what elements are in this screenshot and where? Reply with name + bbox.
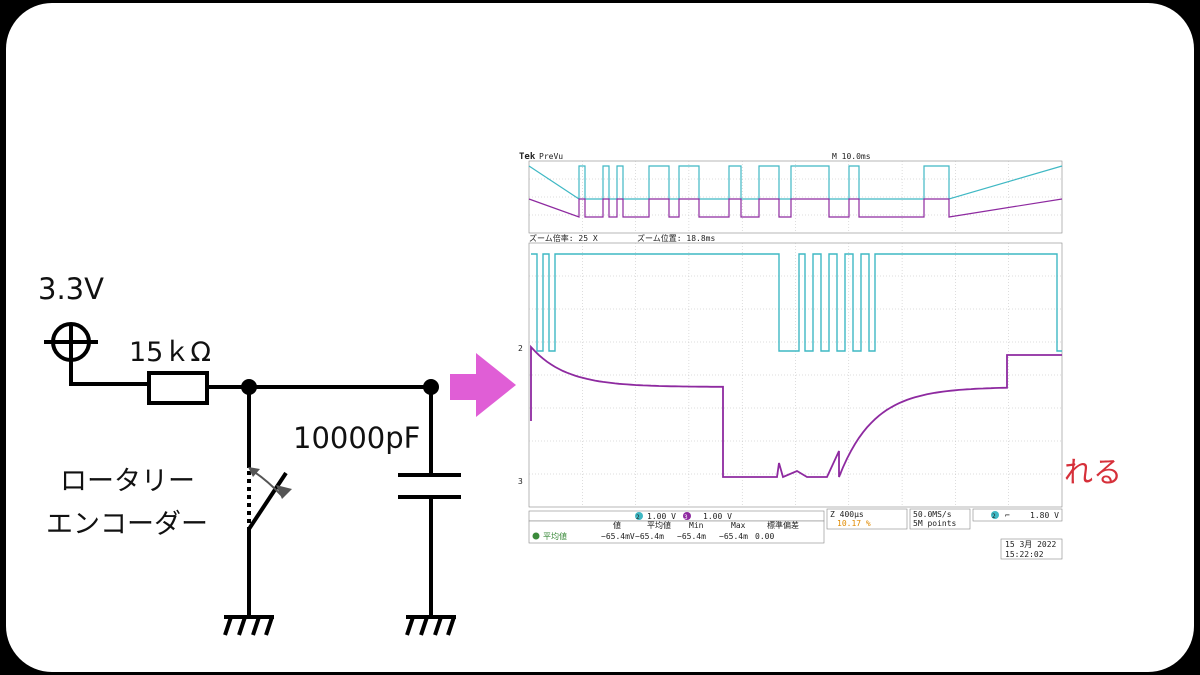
measurement-name: 平均値 bbox=[543, 531, 567, 541]
supply-voltage-label: 3.3V bbox=[38, 272, 104, 306]
zoom-percent: 10.17 % bbox=[837, 519, 871, 528]
ch3-scale: 1.00 V bbox=[703, 512, 732, 521]
zoom-time: Z 400µs bbox=[830, 510, 864, 519]
resistor-label: 15ｋΩ bbox=[129, 337, 211, 368]
zoom-position: ズーム位置: 18.8ms bbox=[637, 233, 715, 243]
measurement-value-1: −65.4m bbox=[635, 532, 664, 541]
ch2-marker: 2 bbox=[518, 344, 523, 353]
measurement-header-4: 標準偏差 bbox=[767, 520, 799, 530]
ch3-badge: 3 bbox=[684, 514, 688, 521]
sample-rate: 50.0MS/s bbox=[913, 510, 952, 519]
zoom-ch3-trace bbox=[530, 344, 1062, 479]
scope-time: 15:22:02 bbox=[1005, 550, 1044, 559]
slide: 3.3V 15ｋΩ 10000pF ロータリー エンコーダー 電圧上昇が遅れる … bbox=[6, 3, 1194, 672]
switch-label-line2: エンコーダー bbox=[46, 509, 208, 540]
ground-symbol-switch bbox=[223, 615, 274, 636]
probe-arrow-icon bbox=[450, 353, 516, 417]
measurement-value-2: −65.4m bbox=[677, 532, 706, 541]
measurement-header-2: Min bbox=[689, 521, 704, 530]
switch-label-line1: ロータリー bbox=[60, 466, 195, 497]
overview-ch3-trace bbox=[528, 198, 1063, 218]
zoom-ch2-trace bbox=[531, 253, 1062, 352]
trigger-slope-icon: ⌐ bbox=[1005, 511, 1010, 520]
measurement-header-3: Max bbox=[731, 521, 746, 530]
trigger-level: 1.80 V bbox=[1030, 511, 1059, 520]
junction-dot bbox=[423, 379, 439, 395]
oscilloscope-display: Tek PreVu M 10.0ms ズーム倍率: 25 X ズーム位置: 18… bbox=[518, 152, 1063, 560]
scope-date: 15 3月 2022 bbox=[1005, 540, 1057, 549]
ch2-badge: 2 bbox=[636, 514, 640, 521]
oscilloscope-screenshot: Tek PreVu M 10.0ms ズーム倍率: 25 X ズーム位置: 18… bbox=[517, 151, 1063, 561]
zoom-factor: ズーム倍率: 25 X bbox=[529, 233, 598, 243]
trigger-source: 2 bbox=[992, 513, 996, 520]
ch2-scale: 1.00 V bbox=[647, 512, 676, 521]
ch3-marker: 3 bbox=[518, 477, 523, 486]
measurement-header-0: 値 bbox=[613, 520, 621, 530]
scope-timebase: M 10.0ms bbox=[832, 152, 871, 161]
measurement-header-1: 平均値 bbox=[647, 520, 671, 530]
ground-symbol-capacitor bbox=[405, 615, 456, 636]
measurement-value-4: 0.00 bbox=[755, 532, 774, 541]
record-length: 5M points bbox=[913, 519, 957, 528]
resistor-symbol bbox=[147, 371, 209, 405]
measurement-value-0: −65.4mV bbox=[601, 532, 635, 541]
capacitor-label: 10000pF bbox=[293, 421, 421, 455]
junction-dot bbox=[241, 379, 257, 395]
scope-brand: Tek bbox=[519, 152, 536, 162]
scope-mode: PreVu bbox=[539, 152, 563, 161]
measurement-value-3: −65.4m bbox=[719, 532, 748, 541]
switch-contact bbox=[247, 471, 288, 531]
overview-ch2-trace bbox=[528, 165, 1063, 201]
